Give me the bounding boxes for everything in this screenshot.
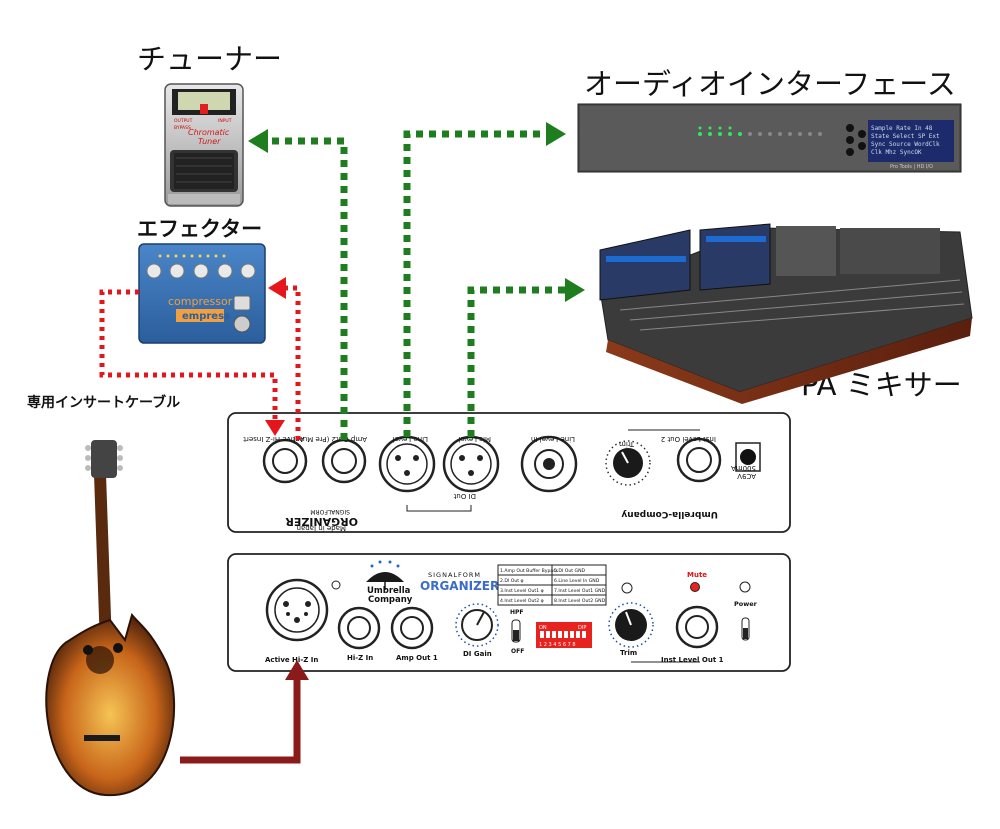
dip-row2-left: 2.DI Out φ	[500, 578, 524, 584]
power-label: Power	[734, 600, 758, 608]
di-gain-label: DI Gain	[463, 650, 492, 658]
tuner-arrow	[248, 129, 268, 153]
tuner-connection-line	[262, 137, 348, 440]
top-ma-label: 500mA	[731, 464, 756, 472]
top-mic-level-label: Mic Level	[458, 435, 491, 443]
mixer-connection-line	[467, 286, 567, 437]
interface-display-line-4: Clk Mhz SyncOK	[871, 149, 922, 156]
effector-label: エフェクター	[137, 217, 263, 241]
dip-row1-right: 5.DI Out GND	[554, 568, 586, 574]
top-amp-out2-label: Amp Out2 (Pre Mute)	[293, 435, 367, 443]
bottom-brand-small: SIGNALFORM	[428, 571, 481, 579]
tuner-line1-text: Chromatic	[188, 128, 230, 137]
bottom-brand: ORGANIZER	[420, 579, 499, 593]
audio-interface: Sample Rate In 48 State Select SP Ext Sy…	[577, 103, 962, 173]
top-panel: Active Hi-Z Insert Amp Out2 (Pre Mute) L…	[227, 412, 791, 533]
top-inst-out2-label: Inst Level Out 2	[661, 435, 716, 443]
effector-brand-text: empress	[182, 311, 230, 322]
interface-footer-text: Pro Tools | HD I/O	[890, 164, 933, 170]
pa-mixer	[599, 223, 973, 404]
tuner-pedal: OUTPUT INPUT BYPASS Chromatic Tuner	[164, 83, 244, 207]
dip-row3-left: 3.Inst Level Out1 φ	[500, 588, 544, 594]
top-line-level-in-label: Line Level In	[531, 435, 575, 443]
mixer-arrow	[565, 278, 585, 302]
active-hiz-in-label: Active Hi-Z In	[265, 656, 318, 664]
tuner-output-text: OUTPUT	[174, 118, 193, 124]
insert-arrow-left	[268, 277, 286, 299]
insert-cable-label: 専用インサートケーブル	[27, 395, 181, 411]
top-company: Umbrella-Company	[621, 509, 718, 519]
tuner-input-text: INPUT	[218, 118, 232, 124]
interface-arrow	[546, 122, 566, 146]
bottom-logo-line2: Company	[368, 595, 413, 605]
hpf-off-label: OFF	[511, 648, 524, 655]
trim-label: Trim	[620, 649, 637, 657]
top-trim-label: Trim	[619, 440, 635, 448]
effector-pedal: compressor empress	[138, 243, 266, 344]
inst-out1-label: Inst Level Out 1	[661, 656, 724, 664]
effector-name-text: compressor	[168, 295, 233, 308]
dip-row1-left: 1.Amp Out Buffer Bypass	[500, 568, 559, 574]
top-di-out-label: DI Out	[453, 492, 476, 500]
top-insert-label: Active Hi-Z Insert	[243, 435, 304, 443]
bottom-logo-line1: Umbrella	[367, 586, 411, 596]
guitar-cable-line	[180, 676, 301, 764]
top-acv-label: AC9V	[737, 472, 756, 480]
tuner-bypass-text: BYPASS	[174, 125, 191, 131]
dip-row4-left: 4.Inst Level Out2 φ	[500, 598, 544, 604]
hiz-in-label: Hi-Z In	[347, 654, 373, 662]
acoustic-guitar	[45, 440, 176, 797]
insert-arrow-down	[265, 420, 285, 436]
dip-row2-right: 6.Line Level In GND	[554, 578, 600, 584]
dip-numbers: 1 2 3 4 5 6 7 8	[539, 642, 576, 648]
guitar-cable-arrow	[285, 660, 309, 680]
dip-row4-right: 8.Inst Level Out2 GND	[554, 598, 606, 604]
tuner-label: チューナー	[137, 42, 283, 76]
top-brand: ORGANIZER	[285, 515, 358, 528]
bottom-panel: Umbrella Company SIGNALFORM ORGANIZER 1.…	[227, 553, 791, 672]
interface-label: オーディオインターフェース	[584, 67, 956, 101]
dip-row3-right: 7.Inst Level Out1 GND	[554, 588, 606, 594]
interface-connection-line	[403, 130, 548, 437]
tuner-line2-text: Tuner	[198, 137, 221, 146]
amp-out1-label: Amp Out 1	[396, 654, 438, 662]
dip-on-label: ON	[539, 625, 547, 631]
top-brand-small: SIGNALFORM	[310, 508, 350, 515]
top-made-in: Made in Japan	[297, 524, 346, 532]
interface-display-line-1: Sample Rate In 48	[871, 125, 933, 132]
hpf-label: HPF	[510, 609, 524, 616]
interface-display-line-3: Sync Source WordClk	[871, 141, 940, 148]
dip-label: DIP	[578, 625, 586, 631]
interface-display-line-2: State Select SP Ext	[871, 133, 940, 140]
mute-label: Mute	[687, 571, 707, 579]
insert-send-line	[99, 289, 278, 424]
top-line-level-label: Line Level	[393, 435, 428, 443]
